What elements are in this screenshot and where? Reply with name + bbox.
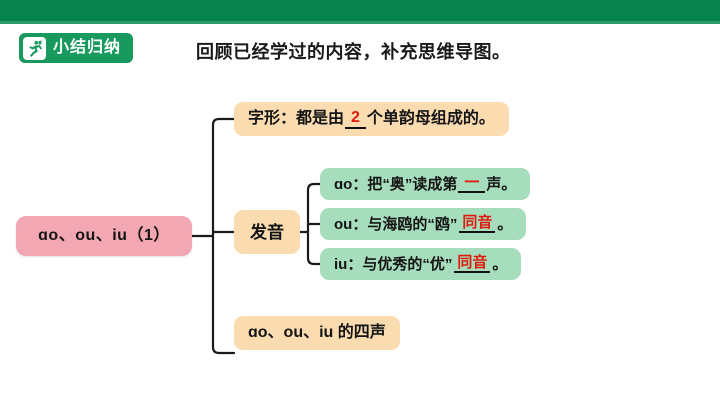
mindmap-node-sisheng[interactable]: ɑo、ou、iu 的四声 bbox=[234, 316, 400, 350]
zixing-text-before: 字形：都是由 bbox=[248, 110, 345, 127]
ou-text-after: 。 bbox=[497, 215, 513, 233]
ao-text-after: 声。 bbox=[486, 175, 517, 193]
top-accent-underline bbox=[0, 21, 720, 24]
zixing-text-after: 个单韵母组成的。 bbox=[366, 110, 495, 127]
fayin-label: 发音 bbox=[250, 222, 284, 242]
mindmap-node-ao[interactable]: ɑo：把“奥”读成第一声。 bbox=[320, 168, 531, 200]
ao-text-before: ɑo：把“奥”读成第 bbox=[334, 175, 458, 193]
page-title: 回顾已经学过的内容，补充思维导图。 bbox=[196, 42, 511, 62]
iu-blank-answer: 同音 bbox=[454, 255, 491, 273]
mindmap-root-label: ɑo、ou、iu（1） bbox=[38, 227, 170, 244]
zixing-blank-answer: 2 bbox=[345, 109, 366, 129]
iu-text-after: 。 bbox=[492, 255, 508, 273]
section-badge-label: 小结归纳 bbox=[53, 39, 122, 56]
ou-text-before: ou：与海鸥的“鸥” bbox=[334, 215, 458, 233]
mindmap-node-ou[interactable]: ou：与海鸥的“鸥”同音。 bbox=[320, 208, 527, 240]
mindmap-root-node[interactable]: ɑo、ou、iu（1） bbox=[16, 216, 192, 256]
iu-text-before: iu：与优秀的“优” bbox=[334, 255, 453, 273]
ao-blank-answer: 一 bbox=[458, 175, 486, 193]
mindmap-node-iu[interactable]: iu：与优秀的“优”同音。 bbox=[320, 248, 522, 280]
sisheng-label: ɑo、ou、iu 的四声 bbox=[248, 324, 386, 341]
ou-blank-answer: 同音 bbox=[459, 215, 496, 233]
top-accent-bar bbox=[0, 0, 720, 21]
running-person-icon bbox=[23, 36, 46, 60]
mindmap-node-fayin[interactable]: 发音 bbox=[234, 210, 300, 254]
header: 小结归纳 回顾已经学过的内容，补充思维导图。 bbox=[0, 24, 720, 76]
section-badge: 小结归纳 bbox=[19, 33, 134, 63]
